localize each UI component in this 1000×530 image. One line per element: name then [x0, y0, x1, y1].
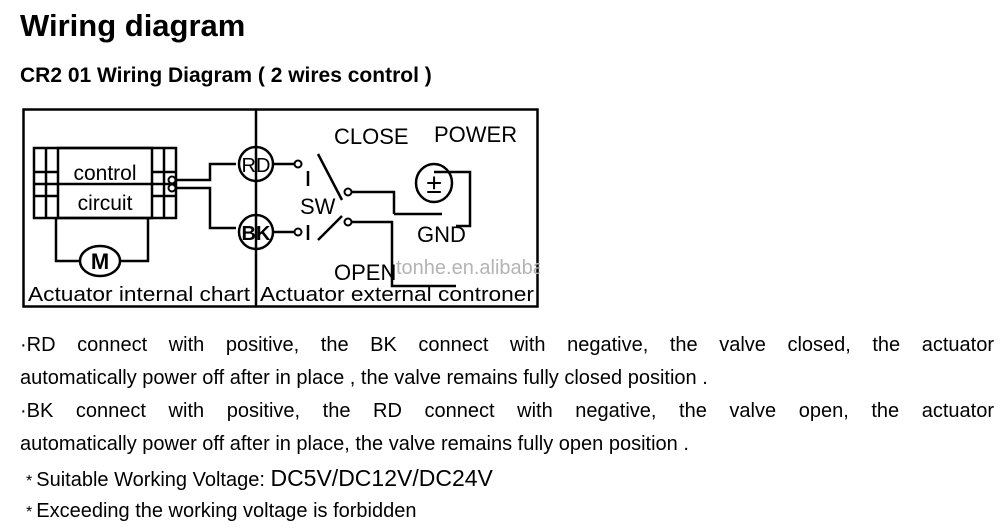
para1-line1: ·RD connect with positive, the BK connec…	[20, 334, 994, 356]
close-label: CLOSE	[334, 124, 409, 149]
para1-line2: automatically power off after in place ,…	[20, 367, 708, 389]
para2-line1: ·BK connect with positive, the RD connec…	[20, 400, 994, 422]
rd-label: RD	[242, 155, 271, 177]
plus-minus-label: ±	[426, 168, 441, 199]
bk-label: BK	[242, 223, 271, 245]
voltage-value: DC5V/DC12V/DC24V	[270, 465, 493, 491]
sw-label: SW	[300, 194, 336, 219]
diagram-subtitle: CR2 01 Wiring Diagram ( 2 wires control …	[20, 64, 432, 87]
voltage-label: Suitable Working Voltage:	[36, 469, 271, 491]
circuit-label: circuit	[78, 192, 133, 215]
diagram-frame	[22, 108, 539, 308]
control-label: control	[73, 162, 136, 185]
open-label: OPEN	[334, 260, 396, 285]
motor-label: M	[91, 249, 109, 274]
asterisk-icon: *	[26, 473, 33, 490]
wiring-diagram: CLOSE POWER RD BK SW GND OPEN control ci…	[22, 108, 540, 308]
power-label: POWER	[434, 122, 517, 147]
warning-text: Exceeding the working voltage is forbidd…	[36, 500, 417, 522]
motor-symbol	[78, 244, 122, 278]
internal-chart-label: Actuator internal chart	[28, 284, 251, 306]
asterisk-icon: *	[26, 504, 33, 521]
gnd-label: GND	[417, 222, 466, 247]
page-title: Wiring diagram	[20, 8, 246, 43]
external-controller-label: Actuator external controner	[260, 284, 534, 306]
voltage-note: *Suitable Working Voltage: DC5V/DC12V/DC…	[26, 465, 493, 492]
watermark: tonhe.en.alibaba.com	[396, 257, 540, 279]
warning-note: *Exceeding the working voltage is forbid…	[26, 500, 416, 523]
power-supply-symbol	[414, 162, 454, 204]
para2-line2: automatically power off after in place, …	[20, 433, 689, 455]
